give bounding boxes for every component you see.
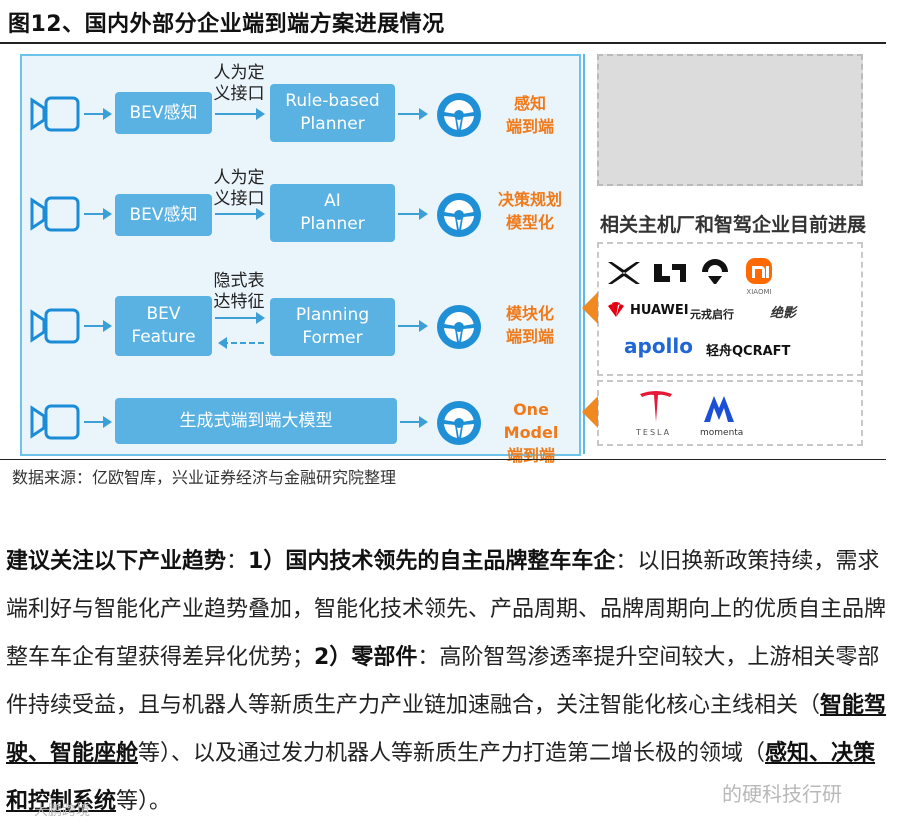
camera-icon bbox=[30, 94, 82, 134]
underlined-focus-1: 智能驾驶、智能座舱 bbox=[6, 693, 887, 766]
interface-annotation: 人为定 义接口 bbox=[213, 168, 265, 209]
tesla-logo-icon bbox=[638, 390, 674, 428]
interface-annotation: 隐式表 达特征 bbox=[213, 271, 265, 312]
trend-item-1: 1）国内技术领先的自主品牌整车车企 bbox=[248, 549, 616, 574]
xiaomi-logo-icon: XIAOMI bbox=[742, 258, 776, 296]
logo-group-box bbox=[597, 242, 863, 376]
stage2-box: AI Planner bbox=[270, 184, 395, 242]
nio-logo-icon bbox=[698, 258, 732, 290]
source-note: 数据来源：亿欧智库，兴业证券经济与金融研究院整理 bbox=[12, 468, 397, 487]
steering-wheel-icon bbox=[434, 302, 484, 352]
interface-annotation: 人为定 义接口 bbox=[213, 63, 265, 104]
sensetime-jueying-logo: 绝影 bbox=[770, 306, 797, 321]
flow-arrow bbox=[84, 108, 112, 120]
flow-arrow bbox=[215, 108, 265, 120]
placeholder-image bbox=[597, 54, 863, 186]
trend-item-2: 2）零部件 bbox=[314, 645, 418, 670]
flow-arrow bbox=[84, 416, 112, 428]
stage-label: 感知 端到端 bbox=[505, 94, 554, 136]
xiaomi-logo-text: XIAOMI bbox=[746, 288, 772, 296]
stage1-box: BEV Feature bbox=[115, 296, 212, 356]
stage-label: 决策规划 模型化 bbox=[497, 190, 562, 232]
stage1-box: BEV感知 bbox=[115, 92, 212, 134]
huawei-logo-text: HUAWEI bbox=[630, 302, 689, 318]
apollo-logo: apollo bbox=[624, 334, 694, 358]
flow-arrow bbox=[400, 416, 428, 428]
lixiang-logo-icon bbox=[652, 262, 688, 288]
flow-arrow bbox=[398, 320, 428, 332]
logo-group-box bbox=[597, 380, 863, 446]
steering-wheel-icon bbox=[434, 90, 484, 140]
trend-text-1: ：以旧换新政策持续，需求端利好与智能化产业趋势叠加，智能化技术领先、产品周期、品… bbox=[6, 549, 887, 670]
orange-arrow-icon bbox=[582, 396, 598, 428]
panel-divider bbox=[583, 54, 585, 454]
momenta-logo-icon bbox=[702, 394, 736, 428]
flow-arrow bbox=[398, 108, 428, 120]
tesla-logo-text: TESLA bbox=[636, 428, 672, 437]
xpeng-logo-icon bbox=[606, 260, 642, 290]
momenta-logo-text: momenta bbox=[700, 428, 744, 438]
stage2-box: Rule-based Planner bbox=[270, 84, 395, 142]
steering-wheel-icon bbox=[434, 398, 484, 448]
flow-arrow bbox=[215, 208, 265, 220]
stage1-box: BEV感知 bbox=[115, 194, 212, 236]
body-paragraph: 建议关注以下产业趋势：1）国内技术领先的自主品牌整车车企：以旧换新政策持续，需求… bbox=[6, 538, 891, 826]
camera-icon bbox=[30, 306, 82, 346]
figure-bottom-rule bbox=[0, 459, 886, 460]
trend-text-2: ：高阶智驾渗透率提升空间较大，上游相关零部件持续受益，且与机器人等新质生产力产业… bbox=[6, 645, 880, 718]
flow-arrow bbox=[84, 320, 112, 332]
qcraft-logo: 轻舟QCRAFT bbox=[706, 344, 791, 359]
flow-arrow bbox=[398, 208, 428, 220]
flow-arrow bbox=[215, 312, 265, 324]
trend-lead: 建议关注以下产业趋势 bbox=[6, 549, 227, 574]
stage1-box-wide: 生成式端到端大模型 bbox=[115, 398, 397, 444]
feedback-arrow bbox=[218, 337, 264, 349]
stage-label: 模块化 端到端 bbox=[505, 304, 554, 346]
watermark: 的硬科技行研 bbox=[722, 782, 842, 806]
stage-label: One Model 端到端 bbox=[503, 400, 559, 465]
camera-icon bbox=[30, 194, 82, 234]
title-rule bbox=[0, 42, 886, 44]
trend-text-4: 等）。 bbox=[116, 789, 172, 814]
stage2-box: Planning Former bbox=[270, 298, 395, 356]
figure-title: 图12、国内外部分企业端到端方案进展情况 bbox=[8, 12, 445, 37]
huawei-logo: HUAWEI bbox=[606, 302, 689, 318]
steering-wheel-icon bbox=[434, 190, 484, 240]
underlined-focus-2: 感知、决策和控制系统 bbox=[6, 741, 876, 814]
trend-text-3: 等）、以及通过发力机器人等新质生产力打造第二增长极的领域（ bbox=[138, 741, 766, 766]
colon: ： bbox=[226, 549, 249, 574]
orange-arrow-icon bbox=[582, 292, 598, 324]
watermark: 大鹏跨境 bbox=[34, 803, 90, 819]
flow-arrow bbox=[84, 208, 112, 220]
right-panel-title: 相关主机厂和智驾企业目前进展 bbox=[600, 214, 867, 236]
deeproute-logo: 元戎启行 bbox=[690, 308, 734, 321]
camera-icon bbox=[30, 402, 82, 442]
